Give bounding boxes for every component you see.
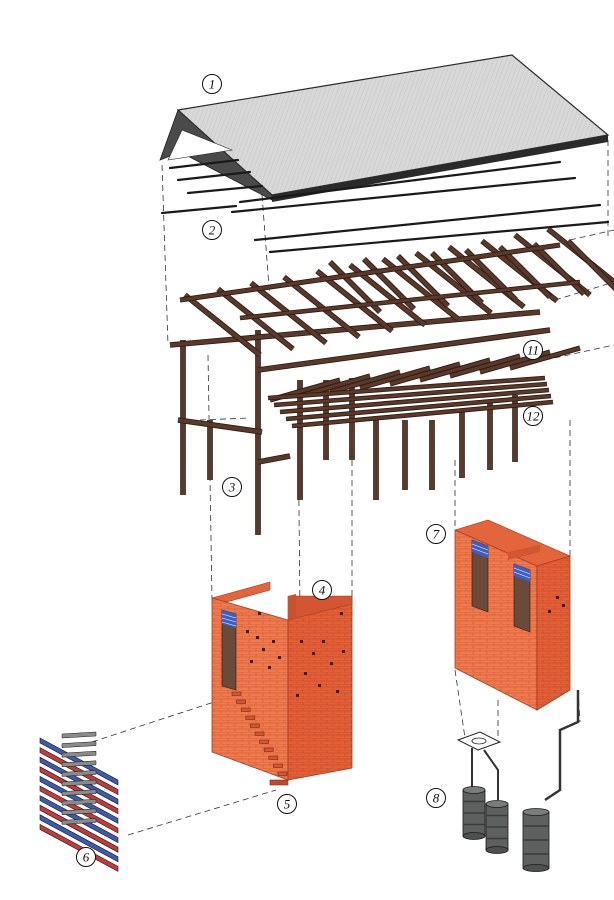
callout-number: 6	[83, 850, 90, 865]
brick-step	[240, 707, 251, 712]
callout-number: 7	[433, 527, 440, 542]
water-tank	[485, 800, 509, 854]
callout-number: 12	[527, 409, 541, 424]
board-end	[61, 779, 97, 787]
board	[39, 747, 119, 796]
callout-number: 11	[527, 343, 539, 358]
brick-step	[231, 691, 242, 696]
water-tank	[522, 808, 550, 872]
brick-step-base	[269, 779, 289, 786]
loose-boards	[39, 731, 119, 872]
callout-purlins: 2	[202, 220, 222, 240]
callout-brick-room-left: 4	[312, 580, 332, 600]
callout-rafters: 11	[523, 340, 543, 360]
callout-brick-steps: 5	[277, 794, 297, 814]
board	[39, 756, 119, 805]
board	[39, 795, 119, 844]
brick-step	[259, 739, 269, 744]
board-end	[61, 808, 97, 816]
callout-loose-boards: 6	[76, 847, 96, 867]
callout-roof: 1	[202, 74, 222, 94]
callout-number: 5	[284, 797, 291, 812]
brick-step	[263, 747, 274, 752]
callout-number: 8	[433, 791, 440, 806]
board	[39, 737, 119, 786]
brick-step	[245, 715, 256, 720]
board	[39, 814, 119, 863]
brick-step	[250, 723, 260, 728]
board-end	[61, 818, 97, 825]
callout-frame: 3	[222, 477, 242, 497]
board	[39, 785, 119, 834]
callout-number: 2	[209, 223, 216, 238]
brick-steps	[231, 691, 289, 786]
roof-purlins	[160, 158, 610, 254]
board	[39, 766, 119, 815]
brick-step	[254, 731, 265, 736]
board	[39, 804, 119, 853]
board-end	[61, 741, 97, 748]
brick-room-right	[454, 519, 580, 802]
brick-step	[268, 755, 279, 760]
roof-panel	[159, 54, 610, 202]
brick-step	[236, 699, 246, 704]
callout-floor-joists: 12	[523, 406, 543, 426]
board-end	[61, 798, 97, 806]
callout-water-tanks: 8	[426, 788, 446, 808]
brick-room-left	[211, 581, 353, 781]
board-end	[61, 731, 97, 739]
board	[39, 775, 119, 824]
callout-number: 3	[228, 480, 236, 495]
callout-number: 1	[209, 77, 216, 92]
callout-brick-room-right: 7	[426, 524, 446, 544]
board-end	[61, 770, 97, 777]
brick-step	[273, 763, 283, 768]
board-end	[61, 760, 97, 768]
water-tank	[462, 786, 486, 840]
water-tanks	[456, 731, 550, 872]
timber-frame	[169, 226, 614, 535]
callout-number: 4	[319, 583, 326, 598]
board-end	[61, 750, 97, 758]
board-end	[61, 789, 97, 796]
brick-step	[277, 771, 288, 776]
